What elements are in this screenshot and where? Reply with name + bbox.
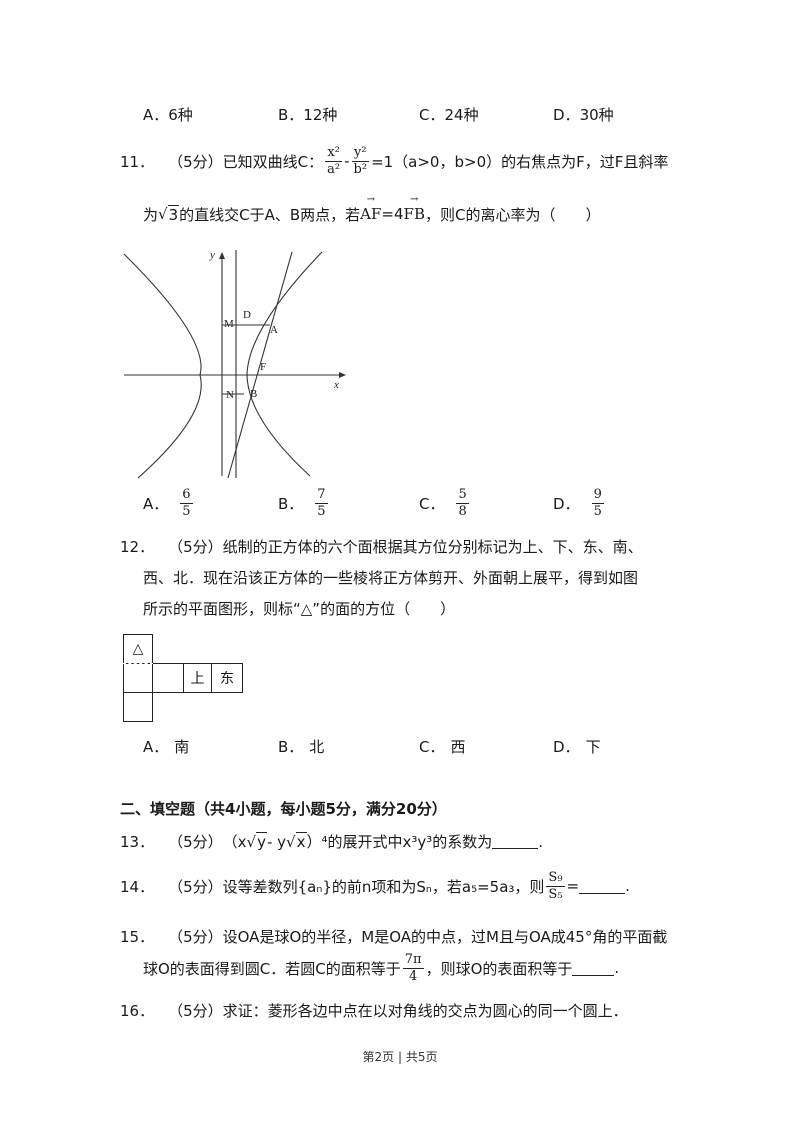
q15-l2-pre: 球O的表面得到圆C．若圆C的面积等于 <box>143 959 401 978</box>
fold-line <box>183 664 184 692</box>
q13-post: ）⁴的展开式中x³y³的系数为 <box>306 833 493 851</box>
label-x: x <box>333 379 339 391</box>
q12-number: 12． <box>120 538 155 556</box>
q15-number: 15． <box>120 928 155 946</box>
q15-text1: （5分）设OA是球O的半径，M是OA的中点，过M且与OA成45°角的平面截 <box>168 928 668 946</box>
label-b: B <box>250 388 257 400</box>
sqrt-icon: √ <box>286 832 296 851</box>
label-m: M <box>224 318 234 330</box>
label-y: y <box>209 249 215 261</box>
q11-number: 11． <box>120 152 155 171</box>
q14-eq: = <box>566 877 580 895</box>
sqrt-icon: √ <box>246 832 257 851</box>
label-f: F <box>260 361 266 373</box>
fold-line <box>123 663 153 664</box>
q11-sqrt-val: 3 <box>167 204 180 224</box>
y-arrow-icon <box>219 252 225 259</box>
q14-end: . <box>625 877 630 895</box>
q12-option-a: A．南 <box>143 738 190 756</box>
left-branch <box>123 253 202 479</box>
q11-line2: 为 √3 的直线交C于A、B两点，若 AF =4 FB ，则C的离心率为（ ） <box>143 194 601 226</box>
hyperbola-figure: y x D M A F N B <box>123 249 346 479</box>
net-cell-left <box>123 663 153 693</box>
q15-end: . <box>614 959 620 977</box>
q12-text1: （5分）纸制的正方体的六个面根据其方位分别标记为上、下、东、南、 <box>168 538 643 556</box>
answer-blank <box>492 834 539 849</box>
q11-score: （5分） <box>168 152 223 171</box>
q12-option-c: C．西 <box>419 738 466 756</box>
q12-line1: 12． （5分）纸制的正方体的六个面根据其方位分别标记为上、下、东、南、 <box>120 536 643 557</box>
q11-text1: 已知双曲线C： <box>222 152 324 171</box>
q12-option-b: B．北 <box>278 738 325 756</box>
q11-l2-post: ，则C的离心率为（ ） <box>424 205 601 224</box>
q12-line3: 所示的平面图形，则标“△”的面的方位（ ） <box>143 600 456 618</box>
q11-text2: =1（a>0，b>0）的右焦点为F，过F且斜率 <box>371 152 669 171</box>
q10-option-c: C．24种 <box>419 106 479 124</box>
net-cell-bottom <box>123 692 153 722</box>
q13-end: . <box>538 832 544 851</box>
fold-line <box>211 664 212 692</box>
q11-minus: - <box>344 152 350 170</box>
q13-line: 13． （5分） （x√y - y√x ）⁴的展开式中x³y³的系数为 . <box>120 831 543 852</box>
sqrt-icon: √ <box>158 205 168 223</box>
label-n: N <box>226 389 234 401</box>
q11-eq4: =4 <box>381 205 404 223</box>
label-a: A <box>270 324 278 336</box>
answer-blank <box>579 879 626 894</box>
q11-l2-pre: 为 <box>143 205 159 224</box>
cube-net: △ 上 东 <box>123 634 243 722</box>
slope-line <box>227 251 293 479</box>
q13-number: 13． <box>120 833 155 851</box>
net-cell-triangle: △ <box>123 634 153 664</box>
fold-line <box>152 664 153 692</box>
q13-score: （5分） <box>168 833 223 851</box>
section-heading: 二、填空题（共4小题，每小题5分，满分20分） <box>120 800 447 818</box>
q16-text: （5分）求证：菱形各边中点在以对角线的交点为圆心的同一个圆上． <box>168 1002 628 1020</box>
net-cell-up: 上 <box>183 663 212 693</box>
q13-pre: （x <box>222 833 247 851</box>
q10-option-b: B．12种 <box>278 106 338 124</box>
q12-line2: 西、北．现在沿该正方体的一些棱将正方体剪开、外面朝上展平，得到如图 <box>143 569 639 587</box>
q12-option-d: D．下 <box>553 738 601 756</box>
label-d: D <box>243 309 251 321</box>
q13-mid: - y <box>266 832 287 851</box>
vector-af: AF <box>360 194 382 223</box>
net-cell-blank <box>152 663 184 693</box>
q15-line1: 15． （5分）设OA是球O的半径，M是OA的中点，过M且与OA成45°角的平面… <box>120 926 667 947</box>
q13-sqrt1: y <box>256 832 267 851</box>
q10-option-d: D．30种 <box>553 106 614 124</box>
page-footer: 第2页 | 共5页 <box>362 1050 438 1064</box>
vector-fb: FB <box>404 194 426 223</box>
x-arrow-icon <box>339 372 346 378</box>
q13-sqrt2: x <box>295 832 307 851</box>
q14-number: 14． <box>120 877 155 896</box>
q10-option-a: A．6种 <box>143 106 193 124</box>
q14-text: （5分）设等差数列{aₙ}的前n项和为Sₙ，若a₅=5a₃，则 <box>168 877 545 896</box>
q15-l2-post: ，则球O的表面积等于 <box>425 959 573 978</box>
q11-l2-mid: 的直线交C于A、B两点，若 <box>179 205 361 224</box>
net-cell-east: 东 <box>211 663 243 693</box>
q16-number: 16． <box>120 1002 155 1020</box>
right-branch <box>246 251 323 477</box>
q16-line: 16． （5分）求证：菱形各边中点在以对角线的交点为圆心的同一个圆上． <box>120 1000 628 1021</box>
answer-blank <box>572 961 615 976</box>
